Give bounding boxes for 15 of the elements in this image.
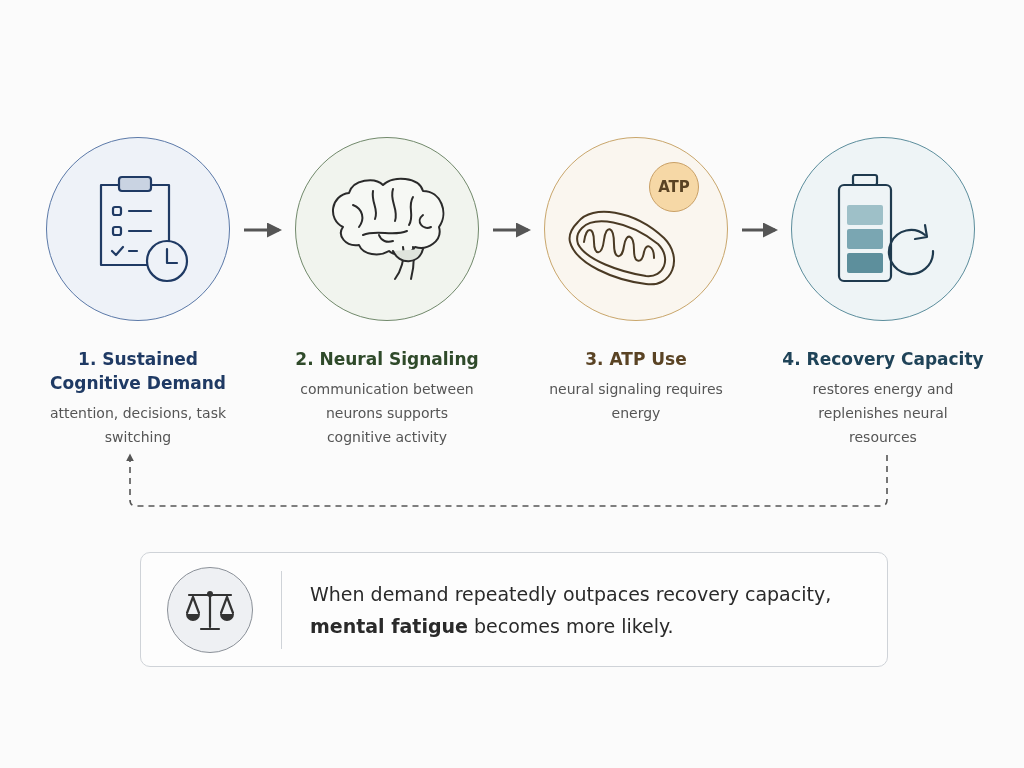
summary-panel [140,552,888,667]
step-description: communication between neurons supports cognitive activity [299,380,475,447]
arrow [493,222,531,238]
step-heading: 2. Neural Signaling [295,348,479,371]
step-description: neural signaling requires energy [548,380,724,423]
step-heading: 1. Sustained Cognitive Demand [49,348,227,395]
dashed-feedback-arrow [126,453,888,507]
step-heading: 4. Recovery Capacity [782,348,984,371]
summary-text: When demand repeatedly outpaces recovery capacity, mental fatigue becomes more likely. [310,581,833,639]
step-heading: 3. ATP Use [585,348,687,371]
arrow [244,222,282,238]
atp-badge: ATP [649,162,699,212]
step-description: attention, decisions, task switching [48,404,228,447]
arrow [742,222,778,238]
step-description: restores energy and replenishes neural resources [811,380,955,447]
